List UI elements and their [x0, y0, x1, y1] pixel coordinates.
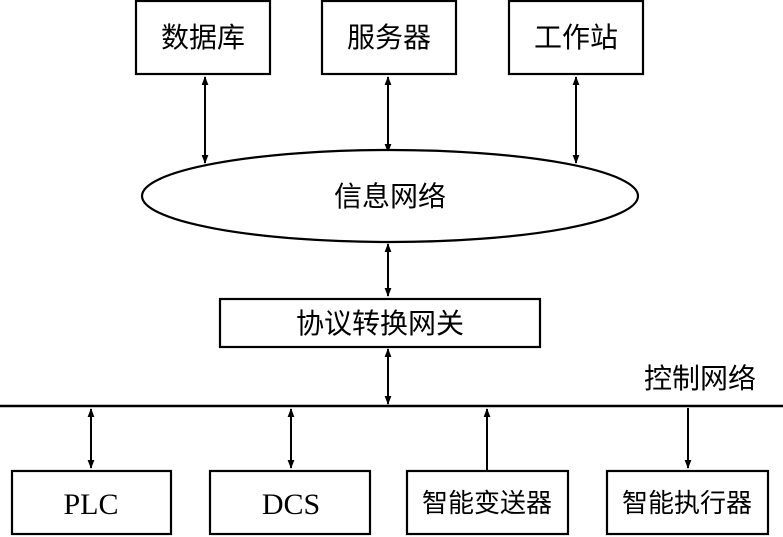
info-network-label: 信息网络	[334, 180, 446, 213]
smart-actuator-node: 智能执行器	[605, 469, 770, 536]
info-network: 信息网络	[140, 148, 640, 244]
control-network-label: 控制网络	[644, 362, 756, 395]
workstation-label: 工作站	[534, 21, 618, 54]
database-label: 数据库	[161, 21, 245, 54]
plc-node: PLC	[10, 469, 173, 536]
smart-transmitter-node: 智能变送器	[405, 469, 570, 536]
dcs-node: DCS	[208, 469, 372, 536]
smart-transmitter-label: 智能变送器	[422, 489, 552, 519]
database-node: 数据库	[134, 0, 272, 76]
gateway-label: 协议转换网关	[296, 307, 464, 340]
dcs-label: DCS	[262, 488, 320, 521]
workstation-node: 工作站	[507, 0, 645, 76]
gateway-node: 协议转换网关	[218, 297, 542, 349]
server-label: 服务器	[347, 21, 431, 54]
plc-label: PLC	[63, 488, 118, 521]
server-node: 服务器	[320, 0, 458, 76]
smart-actuator-label: 智能执行器	[622, 489, 752, 519]
